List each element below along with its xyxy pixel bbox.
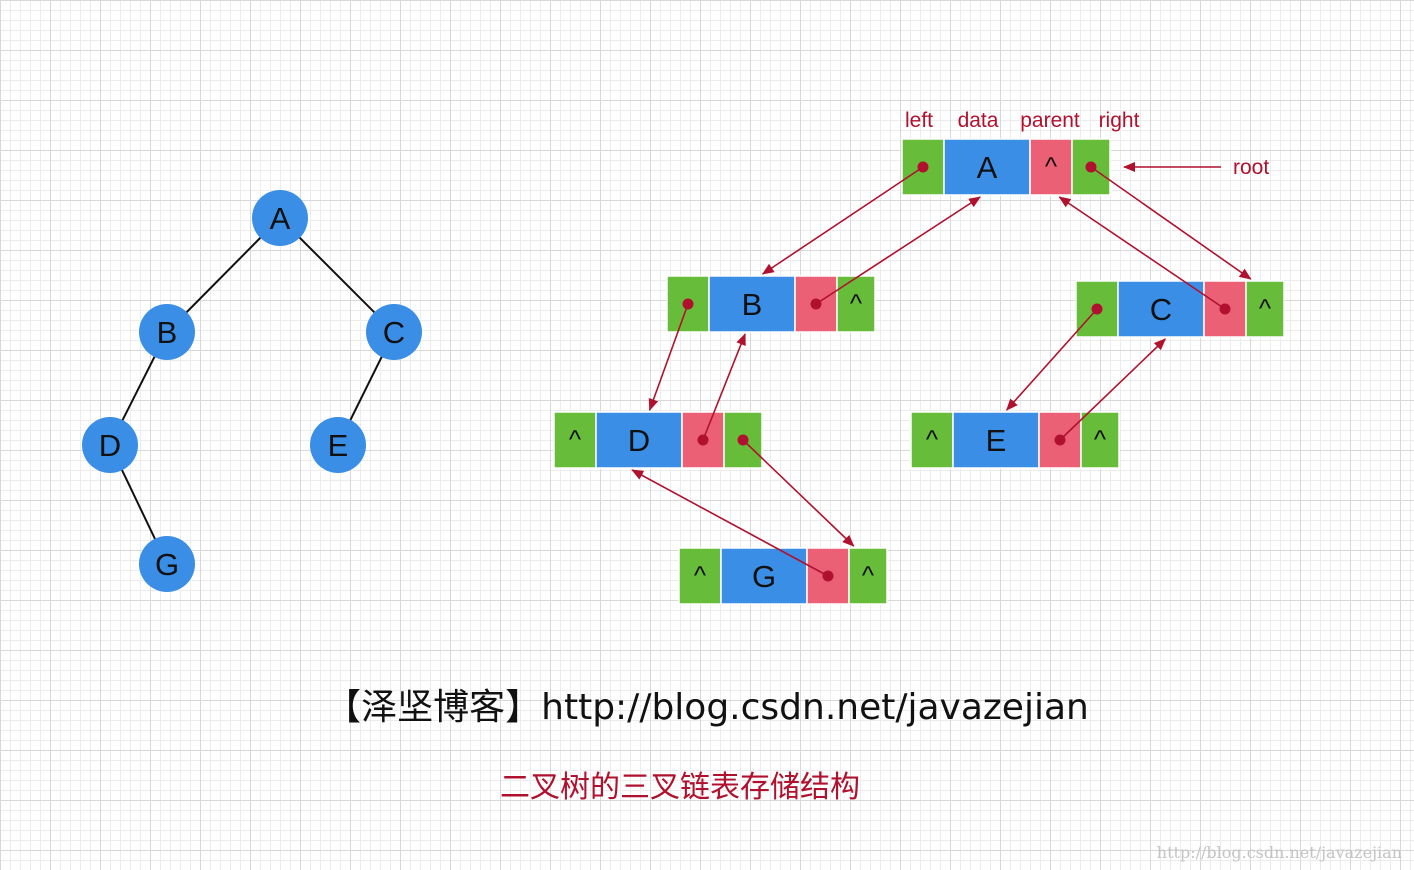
tree-node-circle bbox=[139, 304, 195, 360]
linked-node-D-data-cell bbox=[595, 411, 683, 469]
parent-arrow-E bbox=[1059, 338, 1167, 441]
parent-arrow-D bbox=[702, 333, 746, 441]
null-pointer-D-left: ^ bbox=[569, 424, 582, 454]
child-arrow-B-left bbox=[648, 303, 689, 411]
linked-node-A: A^ bbox=[901, 138, 1111, 196]
linked-node-E-right-cell bbox=[1080, 411, 1120, 469]
label-parent: parent bbox=[1020, 109, 1080, 132]
linked-node-A-data-text: A bbox=[977, 150, 998, 185]
label-right: right bbox=[1099, 109, 1140, 132]
tree-node-circle bbox=[310, 417, 366, 473]
tree-node-label: G bbox=[155, 547, 179, 582]
tree-node-C: C bbox=[366, 304, 422, 360]
tree-node-circle bbox=[252, 190, 308, 246]
child-arrow-A-right bbox=[1090, 166, 1252, 280]
linked-node-B-data-text: B bbox=[742, 287, 763, 322]
null-pointer-E-right: ^ bbox=[1094, 424, 1107, 454]
linked-node-C-data-text: C bbox=[1150, 292, 1172, 327]
label-data: data bbox=[958, 109, 999, 132]
tree-node-label: E bbox=[328, 428, 349, 463]
null-pointer-C-right: ^ bbox=[1259, 293, 1272, 323]
root-label: root bbox=[1233, 156, 1269, 179]
linked-node-B-data-cell bbox=[708, 275, 796, 333]
parent-arrow-B bbox=[815, 196, 981, 305]
linked-node-B: B^ bbox=[666, 275, 876, 333]
tree-node-B: B bbox=[139, 304, 195, 360]
child-arrow-A-left bbox=[761, 166, 924, 275]
child-arrow-D-right bbox=[742, 439, 855, 547]
linked-node-C-right-cell bbox=[1245, 280, 1285, 338]
tree-node-D: D bbox=[82, 417, 138, 473]
tree-node-label: D bbox=[99, 428, 121, 463]
linked-node-G-left-cell bbox=[678, 547, 722, 605]
linked-arrows bbox=[631, 162, 1252, 577]
tree-node-circle bbox=[82, 417, 138, 473]
field-labels: left data parent right root bbox=[905, 109, 1269, 179]
tree-node-label: A bbox=[270, 201, 291, 236]
parent-arrow-G bbox=[631, 469, 829, 577]
tree-node-circle bbox=[139, 536, 195, 592]
null-pointer-A-parent: ^ bbox=[1045, 151, 1058, 181]
linked-nodes: A^B^C^^D^E^^G^ bbox=[553, 138, 1285, 605]
linked-node-D: ^D bbox=[553, 411, 763, 469]
blog-credit: 【泽坚博客】http://blog.csdn.net/javazejian bbox=[325, 687, 1089, 728]
child-arrow-C-left bbox=[1006, 308, 1098, 411]
tree-node-E: E bbox=[310, 417, 366, 473]
tree-node-label: C bbox=[383, 315, 405, 350]
watermark: http://blog.csdn.net/javazejian bbox=[1156, 843, 1402, 862]
linked-node-E: ^ E ^ bbox=[910, 411, 1120, 469]
linked-node-D-left-cell bbox=[553, 411, 597, 469]
label-left: left bbox=[905, 109, 933, 132]
linked-node-E-left-cell bbox=[910, 411, 954, 469]
linked-node-C-data-cell bbox=[1117, 280, 1205, 338]
tree-node-A: A bbox=[252, 190, 308, 246]
tree-node-label: B bbox=[157, 315, 178, 350]
null-pointer-G-right: ^ bbox=[862, 560, 875, 590]
tree-node-circle bbox=[366, 304, 422, 360]
linked-node-B-left-cell bbox=[666, 275, 710, 333]
linked-node-G-data-text: G bbox=[752, 559, 776, 594]
linked-node-C: C^ bbox=[1075, 280, 1285, 338]
linked-node-A-data-cell bbox=[943, 138, 1031, 196]
tree-edges bbox=[109, 217, 395, 565]
parent-arrow-C bbox=[1058, 196, 1226, 310]
linked-node-D-data-text: D bbox=[628, 423, 650, 458]
tree-nodes: A B C D E G bbox=[82, 190, 422, 592]
tree-node-G: G bbox=[139, 536, 195, 592]
figure-caption: 二叉树的三叉链表存储结构 bbox=[500, 770, 860, 805]
linked-node-G: ^ G ^ bbox=[678, 547, 888, 605]
null-pointer-E-left: ^ bbox=[926, 424, 939, 454]
null-pointer-G-left: ^ bbox=[694, 560, 707, 590]
linked-node-E-data-text: E bbox=[986, 423, 1007, 458]
linked-node-E-data-cell bbox=[952, 411, 1040, 469]
null-pointer-B-right: ^ bbox=[850, 288, 863, 318]
linked-node-G-right-cell bbox=[848, 547, 888, 605]
